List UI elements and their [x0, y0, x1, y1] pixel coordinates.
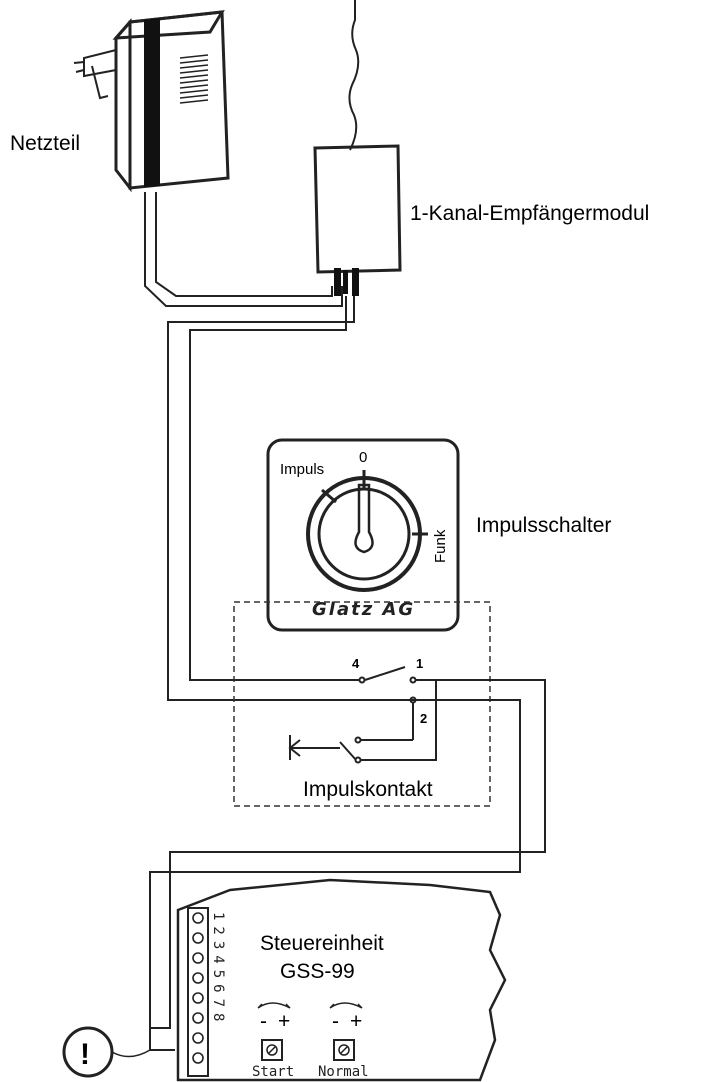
contact-2: 2 [420, 711, 427, 726]
pot-start-label: Start [252, 1064, 294, 1080]
antenna-wire [348, 0, 360, 151]
switch-brand: Glatz AG [312, 599, 415, 620]
label-impulsschalter: Impulsschalter [476, 514, 611, 537]
terminal-strip [187, 907, 209, 1077]
control-unit [176, 878, 507, 1082]
power-supply [73, 10, 230, 193]
pot-start-plus: + [278, 1010, 290, 1033]
switch-pos-funk: Funk [432, 529, 449, 563]
terminal-numbers: 12345678 [210, 912, 226, 1027]
label-steuereinheit: Steuereinheit [260, 932, 384, 955]
pot-start-minus: - [260, 1010, 267, 1033]
receiver-module [313, 144, 402, 274]
contact-4: 4 [352, 656, 360, 671]
pot-normal-plus: + [350, 1010, 362, 1033]
label-empfaenger: 1-Kanal-Empfängermodul [410, 202, 649, 225]
contact-1: 1 [416, 656, 423, 671]
contact-block-outline [233, 601, 491, 807]
warning-icon [62, 1026, 151, 1078]
psu-cable [144, 192, 343, 307]
pot-normal[interactable] [329, 1002, 363, 1061]
label-gss99: GSS-99 [280, 960, 355, 983]
label-impulskontakt: Impulskontakt [303, 778, 433, 801]
label-netzteil: Netzteil [10, 132, 80, 155]
receiver-connectors [334, 268, 359, 296]
warning-symbol: ! [80, 1038, 90, 1071]
pot-start[interactable] [257, 1002, 291, 1061]
receiver-cable [167, 296, 410, 701]
contact-block [149, 666, 546, 1051]
switch-pos-impuls: Impuls [280, 461, 324, 478]
key-switch [266, 438, 460, 632]
switch-pos-zero: 0 [359, 449, 367, 466]
pot-normal-minus: - [332, 1010, 339, 1033]
pot-normal-label: Normal [318, 1064, 369, 1080]
